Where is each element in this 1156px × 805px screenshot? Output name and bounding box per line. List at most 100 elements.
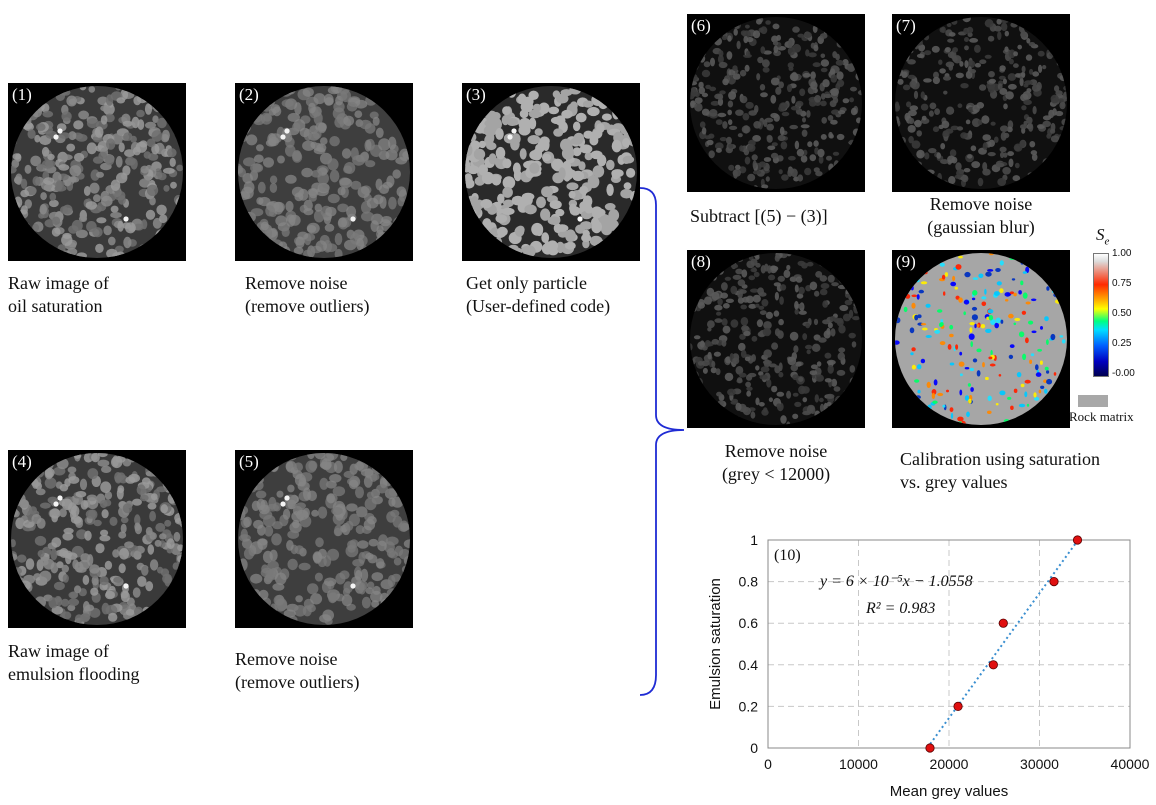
- panel-5-label: (5): [239, 452, 259, 471]
- panel-9-caption: Calibration using saturation vs. grey va…: [900, 448, 1100, 494]
- panel-8-caption-line-1: Remove noise: [724, 441, 828, 461]
- colorbar-tick-5: -0.00: [1112, 368, 1135, 379]
- bright-grain: [57, 128, 63, 134]
- x-tick-label: 20000: [930, 756, 969, 772]
- x-axis-title: Mean grey values: [890, 783, 1008, 800]
- bright-grain: [53, 134, 59, 140]
- panel-7-caption-line-2: (gaussian blur): [927, 217, 1035, 237]
- y-axis-title: Emulsion saturation: [707, 578, 724, 710]
- rock-matrix-swatch: [1078, 395, 1108, 407]
- panel-4-caption-line-1: Raw image of: [8, 641, 109, 661]
- panel-8-label: (8): [691, 252, 711, 271]
- core-sample-disk: [690, 253, 862, 425]
- data-point: [953, 701, 963, 711]
- panel-8-caption: Remove noise (grey < 12000): [687, 440, 865, 486]
- panel-5-image: (5): [235, 450, 413, 628]
- data-point: [1072, 535, 1083, 545]
- r-squared: R² = 0.983: [865, 600, 935, 617]
- panel-4-caption-line-2: emulsion flooding: [8, 664, 140, 684]
- grain-texture: [690, 17, 862, 189]
- y-tick-label: 0.6: [739, 615, 759, 631]
- regression-equation: y = 6 × 10⁻⁵x − 1.0558: [818, 573, 973, 590]
- bright-grain: [284, 128, 290, 134]
- colorbar-title-subscript: e: [1104, 235, 1110, 248]
- chart-panel-label: (10): [774, 547, 801, 564]
- ct-scan-raw-emulsion: [11, 453, 183, 625]
- bright-grain: [507, 134, 513, 140]
- y-tick-label: 0.4: [739, 657, 759, 673]
- bright-grain: [123, 583, 129, 589]
- panel-2-caption: Remove noise (remove outliers): [245, 272, 369, 318]
- saturation-colorbar: [1093, 253, 1109, 377]
- data-point: [988, 660, 998, 670]
- x-tick-label: 0: [764, 756, 772, 772]
- y-tick-label: 0.2: [739, 698, 759, 714]
- bright-grain: [350, 583, 356, 589]
- panel-6-label: (6): [691, 16, 711, 35]
- panel-6-caption-line-1: Subtract [(5) − (3)]: [690, 206, 828, 226]
- ct-scan-denoised-emulsion: [238, 453, 410, 625]
- bright-grain: [280, 501, 286, 507]
- bright-grain: [511, 128, 517, 134]
- y-tick-label: 1: [750, 532, 758, 548]
- process-bracket: [639, 187, 685, 696]
- panel-9-caption-line-2: vs. grey values: [900, 472, 1008, 492]
- chart-points: [925, 535, 1083, 753]
- panel-8-caption-line-2: (grey < 12000): [721, 464, 831, 484]
- ct-scan-subtracted: [690, 17, 862, 189]
- bright-grain: [57, 495, 63, 501]
- x-tick-label: 10000: [839, 756, 878, 772]
- data-point: [998, 618, 1008, 628]
- panel-6-caption: Subtract [(5) − (3)]: [690, 205, 828, 228]
- bright-grain: [350, 216, 356, 222]
- panel-9-label: (9): [896, 252, 916, 271]
- panel-5-caption: Remove noise (remove outliers): [235, 648, 359, 694]
- data-point: [925, 743, 935, 753]
- bright-grain: [280, 134, 286, 140]
- panel-7-caption: Remove noise (gaussian blur): [892, 193, 1070, 239]
- colorbar-tick-3: 0.50: [1112, 308, 1132, 319]
- chart-plot-frame: [767, 539, 1131, 749]
- colorbar-tick-2: 0.75: [1112, 278, 1132, 289]
- panel-1-caption-line-1: Raw image of: [8, 273, 109, 293]
- panel-3-caption-line-2: (User-defined code): [466, 296, 611, 316]
- panel-9-image: (9): [892, 250, 1070, 428]
- bright-grain: [577, 216, 583, 222]
- panel-2-caption-line-2: (remove outliers): [245, 296, 370, 316]
- panel-7-image: (7): [892, 14, 1070, 192]
- colorbar-tick-1: 1.00: [1112, 248, 1132, 259]
- x-tick-label: 40000: [1111, 756, 1150, 772]
- panel-3-caption: Get only particle (User-defined code): [466, 272, 610, 318]
- y-tick-label: 0.8: [739, 574, 759, 590]
- ct-scan-particles: [465, 86, 637, 258]
- panel-7-label: (7): [896, 16, 916, 35]
- ct-scan-threshold: [690, 253, 862, 425]
- panel-4-label: (4): [12, 452, 32, 471]
- panel-7-caption-line-1: Remove noise: [929, 194, 1033, 214]
- bright-grain: [123, 216, 129, 222]
- panel-1-label: (1): [12, 85, 32, 104]
- ct-scan-gaussian-blur: [895, 17, 1067, 189]
- panel-8-image: (8): [687, 250, 865, 428]
- panel-2-label: (2): [239, 85, 259, 104]
- panel-3-caption-line-1: Get only particle: [466, 273, 587, 293]
- colorbar-tick-4: 0.25: [1112, 338, 1132, 349]
- ct-scan-denoised-oil: [238, 86, 410, 258]
- panel-5-caption-line-2: (remove outliers): [235, 672, 360, 692]
- chart-grid: [768, 540, 1130, 748]
- ct-scan-raw-oil: [11, 86, 183, 258]
- panel-1-caption-line-2: oil saturation: [8, 296, 103, 316]
- grain-texture: [238, 86, 410, 258]
- data-point: [1049, 576, 1059, 587]
- rock-matrix-label: Rock matrix: [1069, 409, 1134, 424]
- trend-line: [926, 539, 1079, 749]
- y-tick-label: 0: [750, 740, 758, 756]
- panel-9-caption-line-1: Calibration using saturation: [900, 449, 1100, 469]
- core-sample-disk: [895, 253, 1067, 425]
- panel-5-caption-line-1: Remove noise: [235, 649, 338, 669]
- colorbar-title: Se: [1096, 225, 1110, 248]
- panel-3-label: (3): [466, 85, 486, 104]
- panel-4-caption: Raw image of emulsion flooding: [8, 640, 140, 686]
